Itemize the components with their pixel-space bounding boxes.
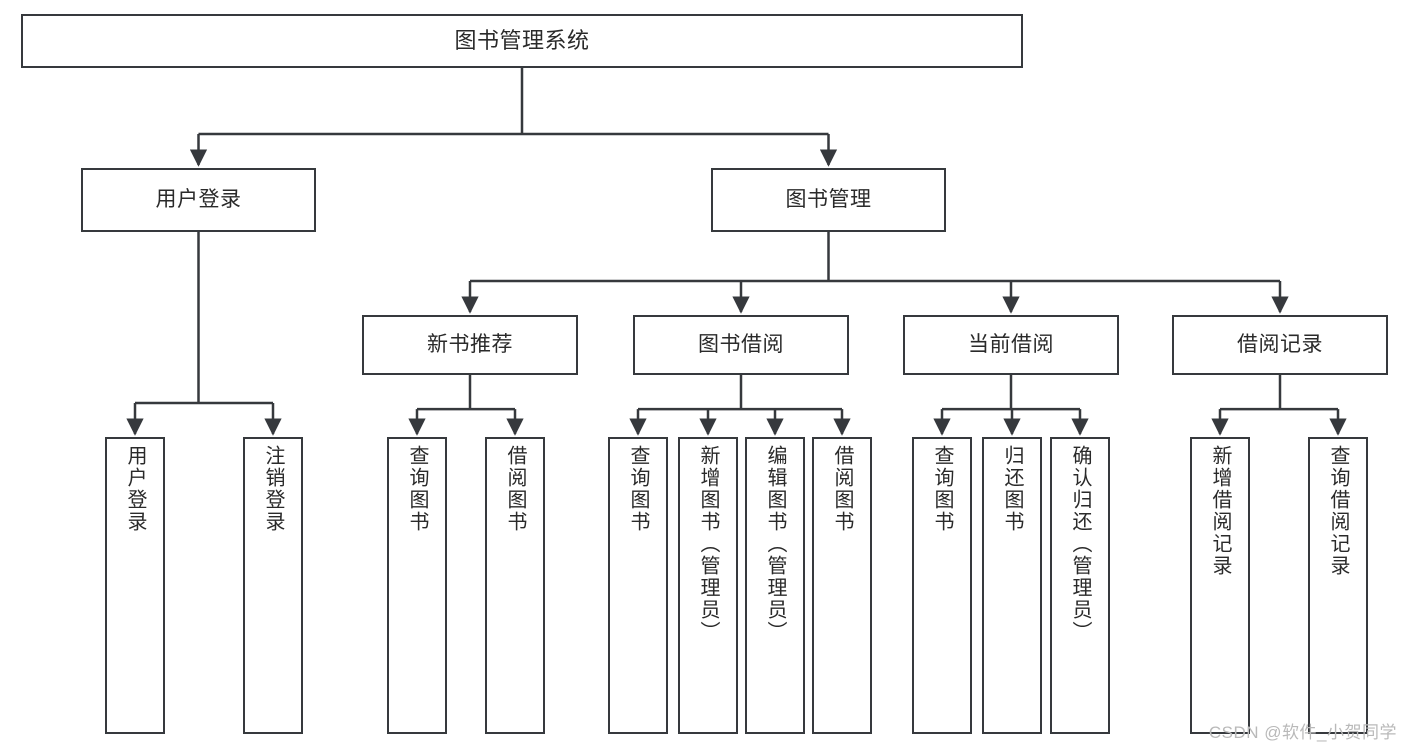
node-borrow-record[interactable]: 借阅记录 bbox=[1172, 315, 1388, 375]
node-label: 查询图书 bbox=[627, 445, 649, 533]
node-leaf-add-record[interactable]: 新增借阅记录 bbox=[1190, 437, 1250, 734]
watermark: CSDN @软件_小贺同学 bbox=[1208, 723, 1397, 742]
node-label: 查询图书 bbox=[406, 445, 428, 533]
node-label: 查询图书 bbox=[931, 445, 953, 533]
node-label: 用户登录 bbox=[155, 187, 242, 211]
node-label: 确认归还（管理员） bbox=[1069, 445, 1091, 643]
node-label: 新增图书（管理员） bbox=[697, 445, 719, 643]
node-user-login[interactable]: 用户登录 bbox=[81, 168, 316, 232]
node-label: 图书管理 bbox=[785, 187, 872, 211]
node-label: 借阅记录 bbox=[1237, 332, 1323, 356]
node-label: 图书管理系统 bbox=[454, 28, 590, 54]
node-label: 当前借阅 bbox=[968, 332, 1054, 356]
node-label: 新书推荐 bbox=[427, 332, 513, 356]
node-leaf-query-record[interactable]: 查询借阅记录 bbox=[1308, 437, 1368, 734]
node-label: 编辑图书（管理员） bbox=[764, 445, 786, 643]
node-leaf-confirm-return[interactable]: 确认归还（管理员） bbox=[1050, 437, 1110, 734]
node-leaf-user-login[interactable]: 用户登录 bbox=[105, 437, 165, 734]
node-root[interactable]: 图书管理系统 bbox=[21, 14, 1023, 68]
node-leaf-edit-book[interactable]: 编辑图书（管理员） bbox=[745, 437, 805, 734]
node-leaf-borrow-book-1[interactable]: 借阅图书 bbox=[485, 437, 545, 734]
node-leaf-query-book-1[interactable]: 查询图书 bbox=[387, 437, 447, 734]
node-leaf-add-book[interactable]: 新增图书（管理员） bbox=[678, 437, 738, 734]
node-book-borrow[interactable]: 图书借阅 bbox=[633, 315, 849, 375]
node-current-borrow[interactable]: 当前借阅 bbox=[903, 315, 1119, 375]
node-label: 注销登录 bbox=[262, 445, 284, 533]
node-leaf-return-book[interactable]: 归还图书 bbox=[982, 437, 1042, 734]
node-leaf-query-book-3[interactable]: 查询图书 bbox=[912, 437, 972, 734]
node-book-manage[interactable]: 图书管理 bbox=[711, 168, 946, 232]
node-label: 新增借阅记录 bbox=[1209, 445, 1231, 577]
node-leaf-logout[interactable]: 注销登录 bbox=[243, 437, 303, 734]
node-label: 借阅图书 bbox=[831, 445, 853, 533]
node-label: 用户登录 bbox=[124, 445, 146, 533]
node-new-book-recommend[interactable]: 新书推荐 bbox=[362, 315, 578, 375]
node-label: 查询借阅记录 bbox=[1327, 445, 1349, 577]
node-leaf-query-book-2[interactable]: 查询图书 bbox=[608, 437, 668, 734]
node-label: 归还图书 bbox=[1001, 445, 1023, 533]
node-leaf-borrow-book-2[interactable]: 借阅图书 bbox=[812, 437, 872, 734]
node-label: 图书借阅 bbox=[698, 332, 784, 356]
node-label: 借阅图书 bbox=[504, 445, 526, 533]
